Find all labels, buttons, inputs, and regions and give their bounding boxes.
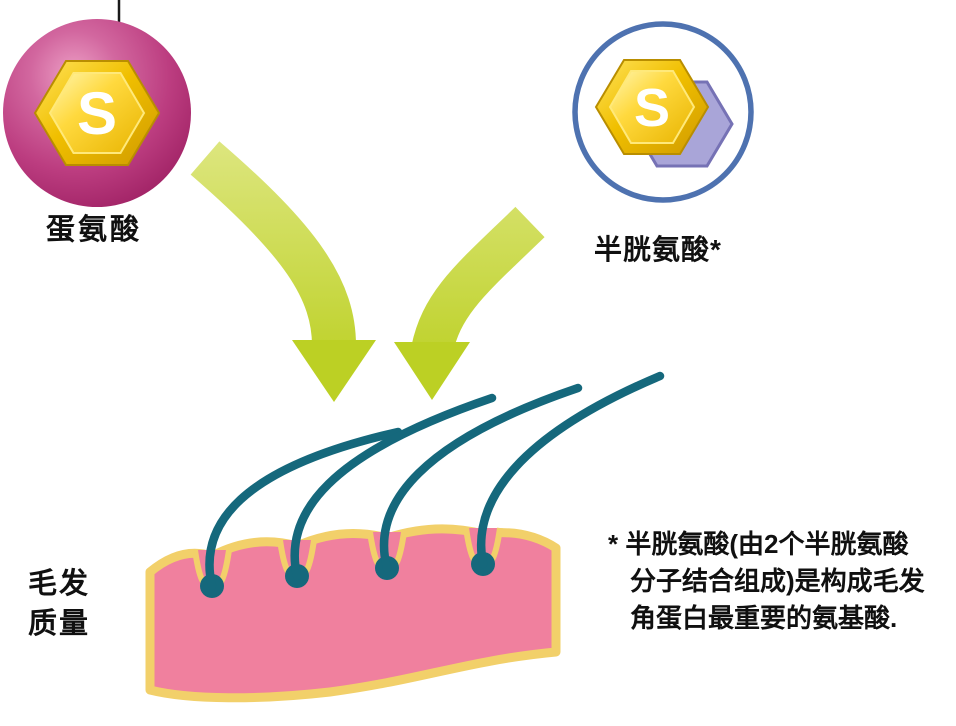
arrow-right <box>394 206 545 400</box>
arrow-left-shaft <box>190 141 356 349</box>
footnote-line: 角蛋白最重要的氨基酸. <box>630 603 898 633</box>
hair-strand <box>205 427 403 591</box>
methionine-label: 蛋氨酸 <box>46 214 143 246</box>
arrow-right-head <box>394 342 470 400</box>
sulfur-hexagon-right: S <box>594 59 710 155</box>
footnote-line: * 半胱氨酸(由2个半胱氨酸 <box>608 529 909 559</box>
gold-hexagon-inner <box>608 70 696 144</box>
hair-strand <box>379 383 583 573</box>
sulfur-hexagon-left: S <box>33 60 161 166</box>
footnote-line: 分子结合组成)是构成毛发 <box>630 566 925 596</box>
hair-quality-label-line2: 质量 <box>28 608 91 640</box>
hair-strands <box>205 371 665 591</box>
hair-strand <box>290 393 497 581</box>
methionine-sphere: S <box>3 19 191 207</box>
cysteine-circle: S <box>572 21 754 203</box>
cysteine-label: 半胱氨酸* <box>594 234 722 265</box>
sulfur-symbol: S <box>634 78 670 138</box>
skin-cross-section <box>145 524 561 703</box>
hair-quality-label-line1: 毛发 <box>28 568 91 600</box>
arrow-left-head <box>292 340 376 402</box>
arrow-right-shaft <box>411 206 545 355</box>
hair-strand <box>476 371 665 569</box>
sulfur-symbol: S <box>77 80 117 147</box>
gold-hexagon-inner <box>48 72 146 154</box>
cysteine-footnote: * 半胱氨酸(由2个半胱氨酸 分子结合组成)是构成毛发 角蛋白最重要的氨基酸. <box>608 526 925 637</box>
arrow-left <box>190 141 376 402</box>
